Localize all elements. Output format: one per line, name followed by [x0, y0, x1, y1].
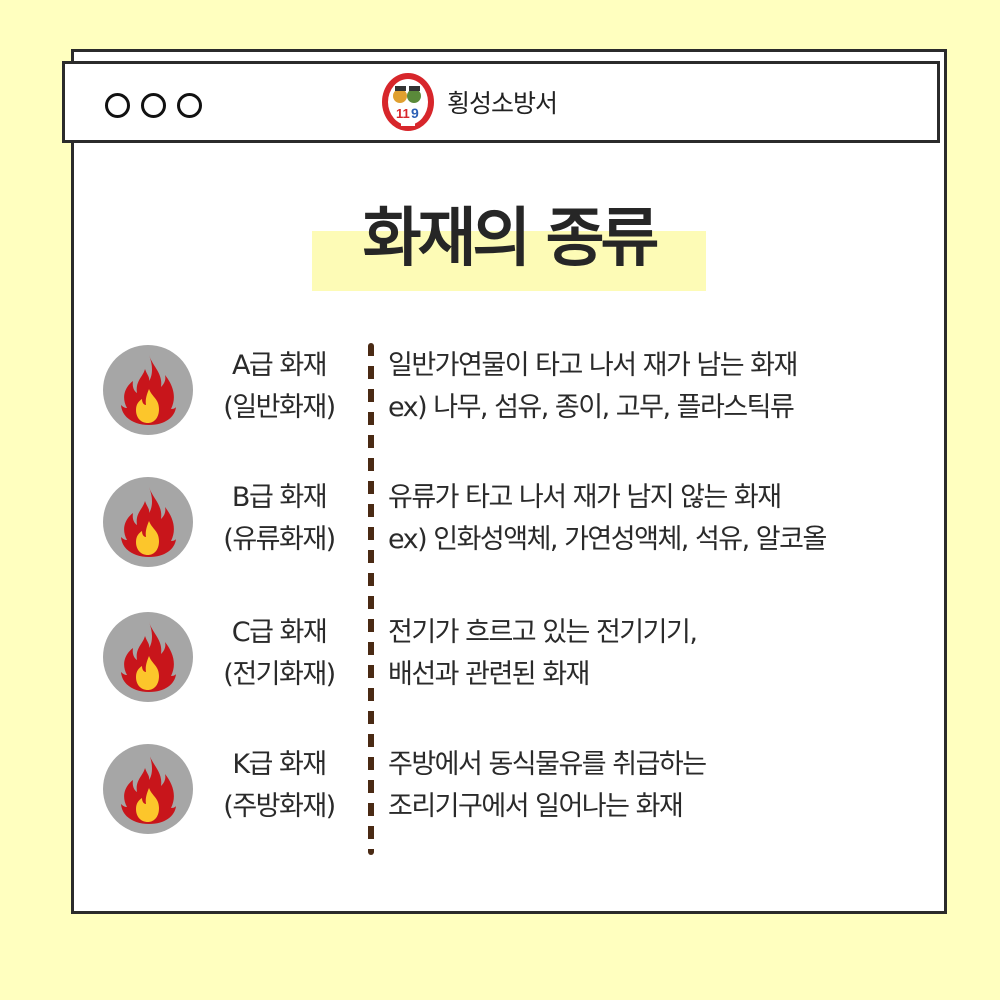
fire-type-row-c: C급 화재 (전기화재) 전기가 흐르고 있는 전기기기, 배선과 관련된 화재 [0, 612, 1000, 722]
fire-class-label: B급 화재 (유류화재) [200, 477, 358, 561]
flame-icon [103, 477, 193, 567]
flame-icon [103, 345, 193, 435]
fire-type-row-a: A급 화재 (일반화재) 일반가연물이 타고 나서 재가 남는 화재 ex) 나… [0, 345, 1000, 455]
window-title-bar: 11 9 횡성소방서 [62, 61, 940, 143]
page-title: 화재의 종류 [362, 202, 660, 276]
brand-name: 횡성소방서 [447, 89, 558, 118]
class-name: (일반화재) [223, 392, 336, 423]
class-name: (유류화재) [223, 524, 336, 555]
fire-type-row-b: B급 화재 (유류화재) 유류가 타고 나서 재가 남지 않는 화재 ex) 인… [0, 477, 1000, 587]
class-name: (주방화재) [223, 791, 336, 822]
description-line: 유류가 타고 나서 재가 남지 않는 화재 [388, 482, 782, 513]
fire-class-description: 유류가 타고 나서 재가 남지 않는 화재 ex) 인화성액체, 가연성액체, … [388, 477, 948, 561]
svg-text:9: 9 [411, 105, 419, 121]
brand: 11 9 횡성소방서 [381, 72, 558, 132]
window-dot-icon [177, 93, 202, 118]
flame-icon [103, 612, 193, 702]
fire-class-description: 전기가 흐르고 있는 전기기기, 배선과 관련된 화재 [388, 612, 948, 696]
fire-type-row-k: K급 화재 (주방화재) 주방에서 동식물유를 취급하는 조리기구에서 일어나는… [0, 744, 1000, 854]
fire-class-description: 주방에서 동식물유를 취급하는 조리기구에서 일어나는 화재 [388, 744, 948, 828]
class-label: B급 화재 [231, 482, 328, 513]
class-label: A급 화재 [231, 350, 328, 381]
description-line: ex) 나무, 섬유, 종이, 고무, 플라스틱류 [388, 392, 795, 423]
fire-class-label: C급 화재 (전기화재) [200, 612, 358, 696]
dashed-divider [368, 343, 374, 855]
flame-icon [103, 744, 193, 834]
fire-class-label: K급 화재 (주방화재) [200, 744, 358, 828]
window-dot-icon [105, 93, 130, 118]
svg-text:11: 11 [396, 106, 410, 121]
fire-station-119-emblem-icon: 11 9 [382, 73, 434, 131]
content-card [71, 49, 947, 914]
fire-class-label: A급 화재 (일반화재) [200, 345, 358, 429]
description-line: 전기가 흐르고 있는 전기기기, [388, 617, 698, 648]
description-line: ex) 인화성액체, 가연성액체, 석유, 알코올 [388, 524, 827, 555]
window-dot-icon [141, 93, 166, 118]
title-highlight [312, 231, 706, 291]
description-line: 조리기구에서 일어나는 화재 [388, 791, 684, 822]
title-block: 화재의 종류 [312, 200, 706, 291]
description-line: 주방에서 동식물유를 취급하는 [388, 749, 707, 780]
class-label: C급 화재 [231, 617, 328, 648]
class-label: K급 화재 [232, 749, 327, 780]
window-controls [105, 93, 202, 118]
description-line: 일반가연물이 타고 나서 재가 남는 화재 [388, 350, 798, 381]
fire-class-description: 일반가연물이 타고 나서 재가 남는 화재 ex) 나무, 섬유, 종이, 고무… [388, 345, 948, 429]
class-name: (전기화재) [223, 659, 336, 690]
description-line: 배선과 관련된 화재 [388, 659, 590, 690]
